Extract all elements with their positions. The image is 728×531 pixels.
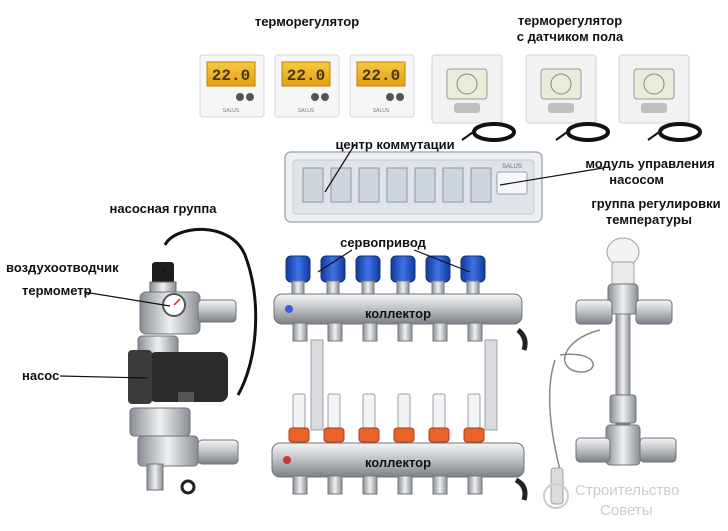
- floor-thermostat-3: [618, 54, 702, 142]
- label-switch-center: центр коммутации: [335, 137, 454, 152]
- mount-brackets: [310, 339, 498, 431]
- servo-actuators: [285, 255, 486, 296]
- pointer-air-vent: [161, 267, 166, 273]
- collector-top: [273, 293, 528, 351]
- label-thermostat-floor-1: терморегулятор: [518, 13, 622, 28]
- pump-group: [128, 227, 258, 495]
- label-pump-module-1: модуль управления: [585, 156, 714, 171]
- flowmeters: [288, 393, 485, 443]
- label-pump-group: насосная группа: [110, 201, 218, 216]
- label-air-vent: воздухоотводчик: [6, 260, 119, 275]
- brand-text: SALUS: [298, 108, 315, 114]
- label-temp-group-1: группа регулировки: [591, 196, 720, 211]
- pointer-thermometer: [83, 291, 171, 307]
- lcd-reading: 22.0: [362, 67, 400, 85]
- pointer-pump-module: [499, 167, 604, 186]
- thermostat-3: 22.0 SALUS: [349, 54, 415, 118]
- watermark: Строительство Советы: [543, 482, 679, 519]
- pointer-lines: [59, 143, 604, 379]
- switching-center: SALUS: [284, 151, 543, 223]
- pointer-switch-center: [324, 143, 356, 193]
- label-collector-top: коллектор: [365, 306, 431, 321]
- pointer-servo-2: [413, 249, 471, 273]
- thermostat-1: 22.0 SALUS: [199, 54, 265, 118]
- watermark-line-2: Советы: [600, 502, 652, 519]
- brand-text: SALUS: [502, 164, 522, 170]
- thermostat-2: 22.0 SALUS: [274, 54, 340, 118]
- brand-text: SALUS: [373, 108, 390, 114]
- floor-thermostat-2: [525, 54, 610, 142]
- label-temp-group-2: температуры: [606, 212, 692, 227]
- lcd-reading: 22.0: [287, 67, 325, 85]
- pointer-servo-1: [317, 249, 353, 273]
- thermostat-group: 22.0 SALUS 22.0 SALUS 22.0 SALUS: [199, 54, 415, 118]
- lcd-reading: 22.0: [212, 67, 250, 85]
- floor-thermostat-1: [431, 54, 516, 142]
- temperature-control-group: [548, 237, 677, 505]
- label-pump: насос: [22, 368, 59, 383]
- label-servo: сервопривод: [340, 235, 427, 250]
- label-thermostat-floor-2: с датчиком пола: [517, 29, 624, 44]
- watermark-line-1: Строительство: [575, 482, 679, 499]
- label-thermostat: терморегулятор: [255, 14, 359, 29]
- brand-text: SALUS: [223, 108, 240, 114]
- collector-bottom: [271, 442, 528, 501]
- label-collector-bottom: коллектор: [365, 455, 431, 470]
- label-thermometer: термометр: [22, 283, 92, 298]
- floor-thermostat-group: [431, 54, 702, 142]
- pointer-pump: [59, 375, 149, 379]
- label-pump-module-2: насосом: [609, 172, 664, 187]
